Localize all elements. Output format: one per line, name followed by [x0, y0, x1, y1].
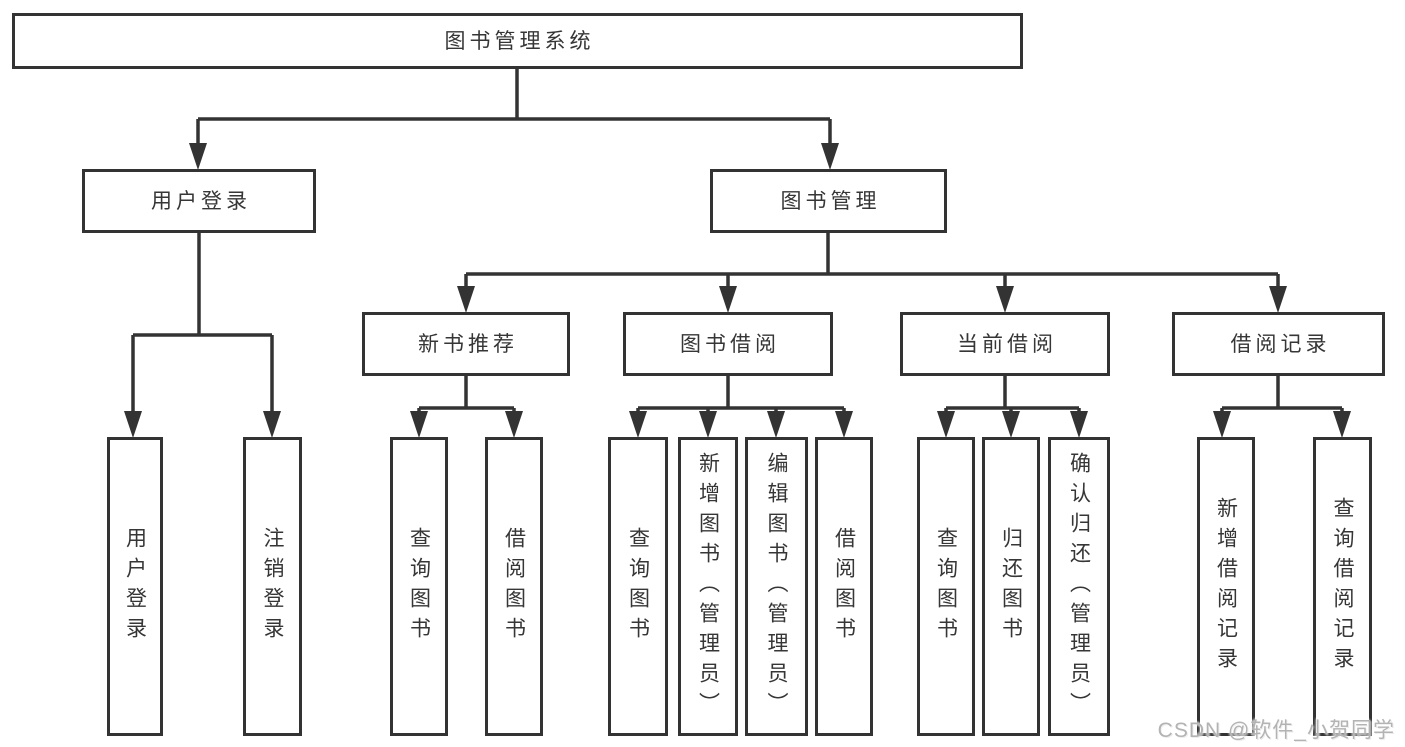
node-query-books-2: 查询图书	[608, 437, 668, 736]
node-query-books-3: 查询图书	[917, 437, 975, 736]
node-label: 查询图书	[407, 526, 431, 647]
node-book-management: 图书管理	[710, 169, 947, 233]
node-logout-leaf: 注销登录	[243, 437, 302, 736]
watermark: CSDN @软件_小贺同学	[1157, 719, 1395, 742]
node-book-borrowing: 图书借阅	[623, 312, 833, 376]
node-add-books-admin: 新增图书（管理员）	[678, 437, 738, 736]
node-label: 用户登录	[123, 526, 147, 647]
node-user-login: 用户登录	[82, 169, 316, 233]
node-label: 新增图书（管理员）	[696, 451, 720, 722]
node-return-books: 归还图书	[982, 437, 1040, 736]
node-label: 注销登录	[261, 526, 284, 647]
node-borrow-books-2: 借阅图书	[815, 437, 873, 736]
node-new-book-recommend: 新书推荐	[362, 312, 570, 376]
node-add-borrow-record: 新增借阅记录	[1197, 437, 1255, 736]
node-root: 图书管理系统	[12, 13, 1023, 69]
arrowheads	[124, 143, 1351, 438]
node-user-login-leaf: 用户登录	[107, 437, 163, 736]
node-query-borrow-record: 查询借阅记录	[1313, 437, 1372, 736]
node-borrow-records: 借阅记录	[1172, 312, 1385, 376]
node-label: 查询借阅记录	[1331, 496, 1354, 677]
node-label: 借阅图书	[502, 526, 526, 647]
node-label: 编辑图书（管理员）	[765, 451, 788, 722]
node-label: 归还图书	[999, 526, 1023, 647]
node-label: 确认归还（管理员）	[1067, 451, 1091, 722]
node-edit-books-admin: 编辑图书（管理员）	[745, 437, 808, 736]
node-label: 新增借阅记录	[1214, 496, 1238, 677]
node-label: 查询图书	[934, 526, 958, 647]
node-borrow-books-1: 借阅图书	[485, 437, 543, 736]
node-confirm-return-admin: 确认归还（管理员）	[1048, 437, 1110, 736]
node-label: 借阅图书	[832, 526, 856, 647]
node-label: 查询图书	[626, 526, 650, 647]
node-query-books-1: 查询图书	[390, 437, 448, 736]
node-current-borrowing: 当前借阅	[900, 312, 1110, 376]
